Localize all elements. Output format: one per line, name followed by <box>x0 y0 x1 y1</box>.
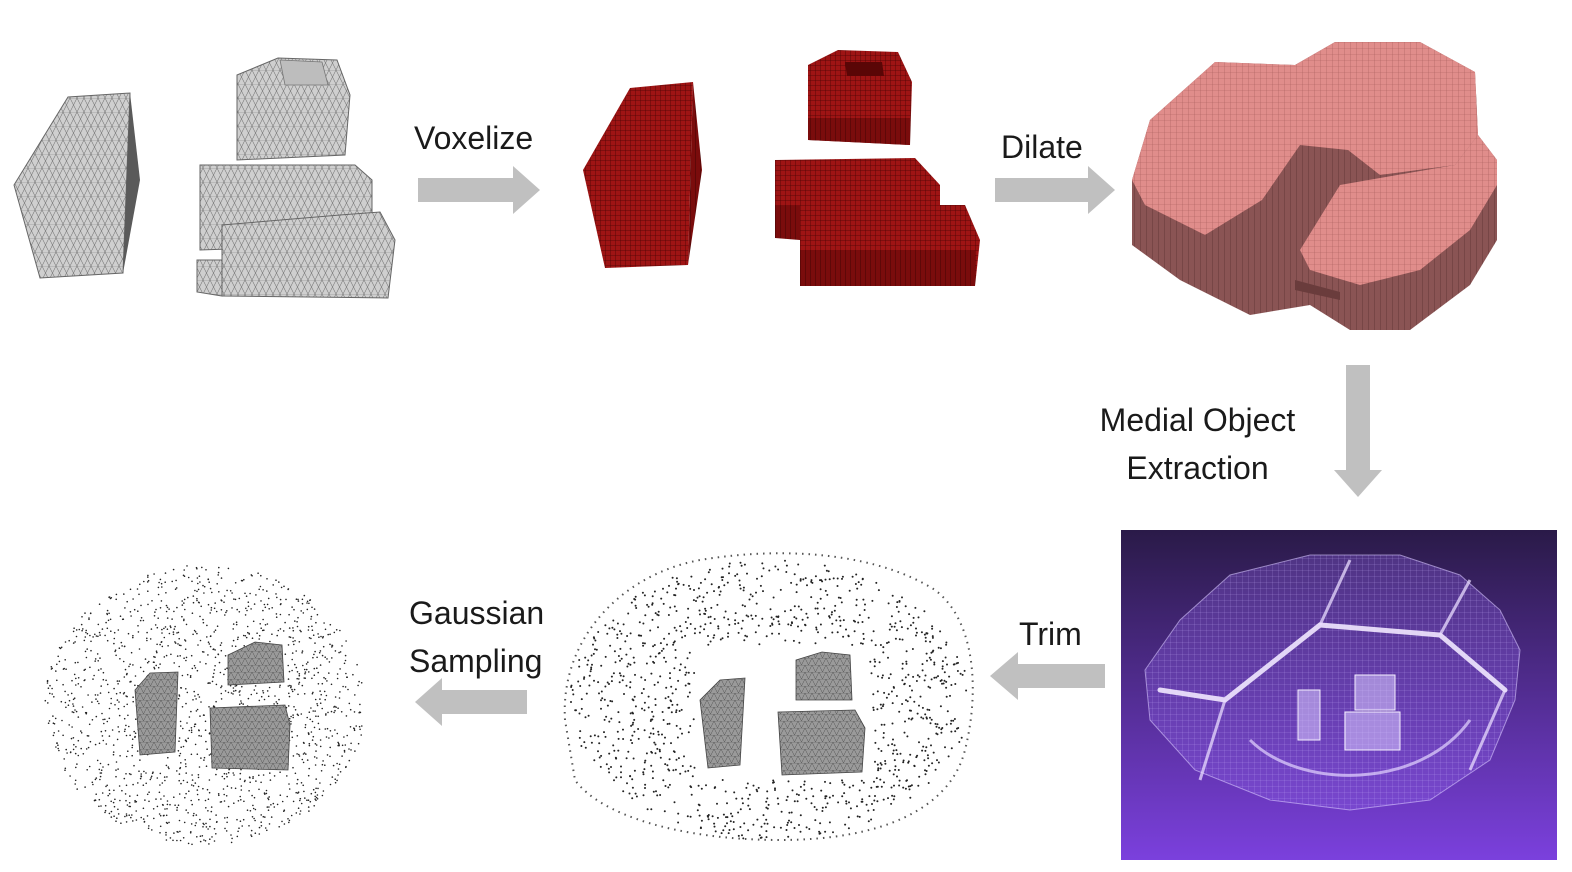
step-label-gaussian-line1: Gaussian <box>409 589 544 637</box>
step-label-medial-line2: Extraction <box>1075 444 1320 492</box>
dilated-panel <box>1132 42 1497 330</box>
step-label-gaussian-sampling: Gaussian Sampling <box>409 589 544 685</box>
step-label-voxelize: Voxelize <box>414 114 533 162</box>
arrow-gaussian-sampling <box>415 678 527 726</box>
medial-object-panel <box>1121 530 1557 860</box>
trimmed-cloud-panel <box>565 553 973 840</box>
arrow-voxelize <box>418 166 540 214</box>
step-label-dilate: Dilate <box>1001 123 1083 171</box>
voxel-panel <box>583 50 980 286</box>
step-label-medial-line1: Medial Object <box>1075 396 1320 444</box>
step-label-medial-extraction: Medial Object Extraction <box>1075 396 1320 492</box>
step-label-gaussian-line2: Sampling <box>409 637 544 685</box>
step-label-trim: Trim <box>1019 610 1082 658</box>
arrow-trim <box>990 652 1105 700</box>
input-mesh-panel <box>14 58 395 298</box>
gaussian-cloud-panel <box>45 565 363 845</box>
arrow-medial-extraction <box>1334 365 1382 497</box>
arrow-dilate <box>995 166 1115 214</box>
